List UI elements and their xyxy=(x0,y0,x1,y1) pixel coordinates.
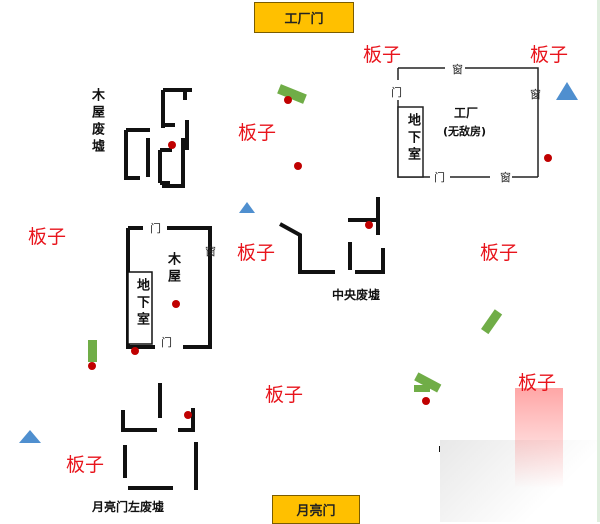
wood-house-name: 木屋 xyxy=(165,252,180,286)
spawn-point xyxy=(294,162,302,170)
pallet-block xyxy=(88,340,97,362)
pallet-label: 板子 xyxy=(66,454,105,476)
pallet-label: 板子 xyxy=(530,44,569,66)
factory-window: 窗 xyxy=(530,88,541,101)
pallet-label: 板子 xyxy=(480,242,519,264)
spawn-point xyxy=(422,397,430,405)
factory-door: 门 xyxy=(434,171,445,184)
factory-basement: 地下室 xyxy=(405,113,420,164)
factory-name: 工厂 xyxy=(454,106,479,120)
spawn-point xyxy=(88,362,96,370)
wood-ruins-label: 木屋废墟 xyxy=(89,88,104,156)
wood-house-walls xyxy=(126,226,212,349)
pallet-label: 板子 xyxy=(518,372,557,394)
spawn-point xyxy=(544,154,552,162)
central-ruins-walls xyxy=(279,197,385,274)
wood-basement-box xyxy=(127,271,153,345)
central-ruins-label: 中央废墟 xyxy=(332,288,381,302)
spawn-point xyxy=(184,411,192,419)
spawn-point xyxy=(168,141,176,149)
spawn-point xyxy=(131,347,139,355)
red-flare xyxy=(515,388,563,488)
pallet-label: 板子 xyxy=(363,44,402,66)
spawn-point xyxy=(172,300,180,308)
factory-gate: 工厂门 xyxy=(254,2,354,33)
spawn-point xyxy=(284,96,292,104)
hunter-triangle-icon xyxy=(19,430,41,443)
pallet-label: 板子 xyxy=(265,384,304,406)
pallet-block xyxy=(481,309,503,335)
moon-gate: 月亮门 xyxy=(272,495,360,524)
factory-window: 窗 xyxy=(452,63,463,76)
pallet-label: 板子 xyxy=(237,242,276,264)
factory-subtitle: (无敌房) xyxy=(443,125,487,138)
hunter-triangle-icon xyxy=(239,202,255,213)
factory-basement-box xyxy=(397,106,424,178)
pallet-label: 板子 xyxy=(238,122,277,144)
wood-ruins-walls xyxy=(124,88,192,188)
wood-house-basement: 地下室 xyxy=(134,278,149,329)
wood-house-door: 门 xyxy=(150,222,161,235)
moon-left-ruins-walls xyxy=(121,383,198,490)
pallet-block xyxy=(414,372,442,393)
moon-left-ruins-label: 月亮门左废墟 xyxy=(92,500,165,514)
spawn-point xyxy=(365,221,373,229)
wood-house-door: 门 xyxy=(161,336,172,349)
right-edge xyxy=(597,0,600,522)
factory-door: 门 xyxy=(391,86,402,99)
pallet-label: 板子 xyxy=(28,226,67,248)
factory-window: 窗 xyxy=(500,171,511,184)
wood-house-window: 窗 xyxy=(205,245,216,258)
hunter-triangle-icon xyxy=(556,82,578,100)
pallet-block xyxy=(277,84,307,104)
pallet-block xyxy=(414,385,430,392)
